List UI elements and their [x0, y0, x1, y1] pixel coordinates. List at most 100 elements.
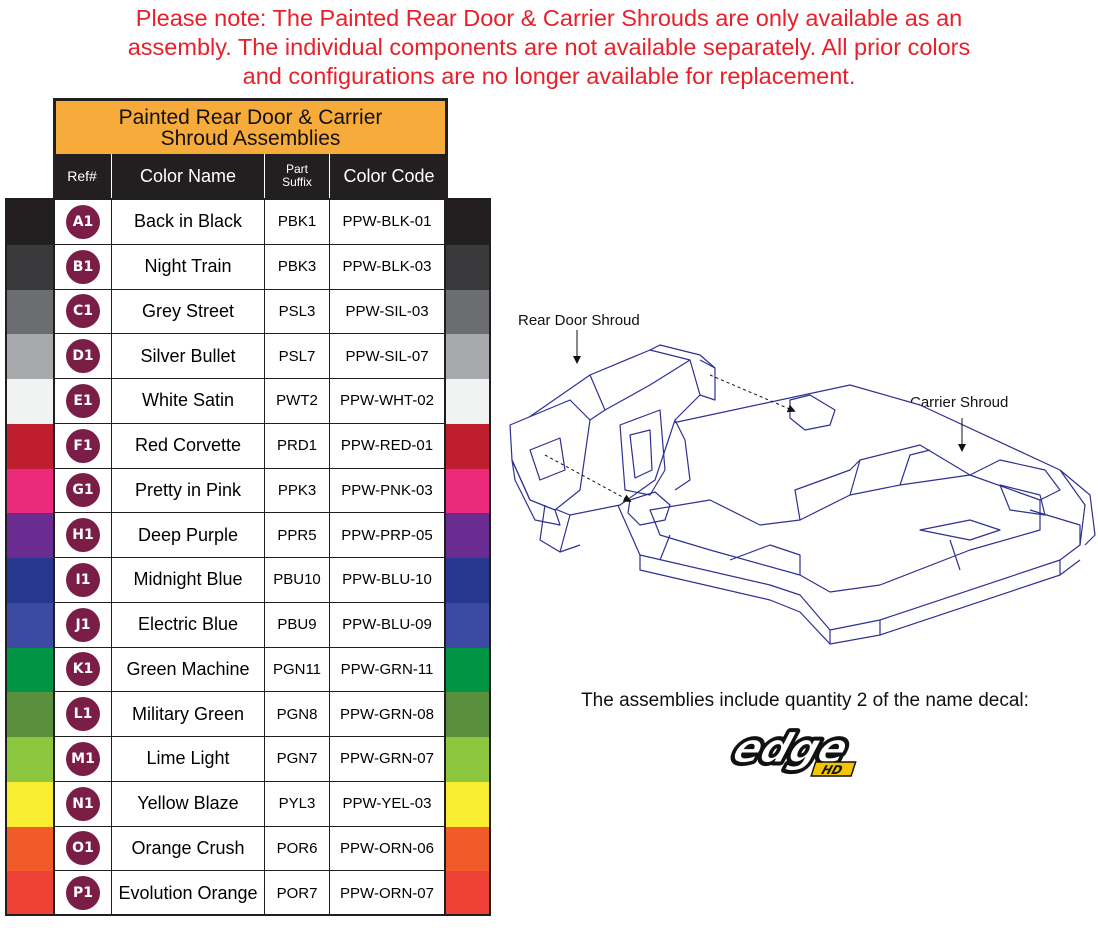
table-title: Painted Rear Door & Carrier Shroud Assem…: [53, 98, 448, 154]
part-suffix-cell: PBK1: [264, 200, 329, 245]
color-code-cell: PPW-GRN-08: [329, 692, 446, 737]
color-swatch-right: [446, 200, 489, 245]
ref-badge: K1: [66, 652, 100, 687]
note-line-1: Please note: The Painted Rear Door & Car…: [135, 5, 963, 31]
color-swatch-right: [446, 647, 489, 693]
color-name-cell: Night Train: [111, 244, 264, 290]
color-name-cell: Back in Black: [111, 200, 264, 245]
ref-cell: O1: [53, 826, 111, 872]
color-swatch-right: [446, 379, 489, 424]
color-swatch-left: [7, 826, 53, 872]
part-suffix-cell: PWT2: [264, 379, 329, 424]
color-name-cell: Grey Street: [111, 289, 264, 335]
ref-badge: H1: [66, 518, 100, 553]
color-swatch-right: [446, 871, 489, 914]
color-name-cell: Electric Blue: [111, 602, 264, 648]
ref-cell: E1: [53, 379, 111, 424]
part-suffix-cell: PGN11: [264, 647, 329, 693]
header-ref: Ref#: [67, 168, 97, 184]
color-code-cell: PPW-WHT-02: [329, 379, 446, 424]
color-name-cell: Evolution Orange: [111, 871, 264, 914]
color-name-cell: Red Corvette: [111, 423, 264, 469]
color-code-cell: PPW-ORN-07: [329, 871, 446, 914]
color-name-cell: Green Machine: [111, 647, 264, 693]
part-suffix-cell: PBU10: [264, 558, 329, 603]
color-swatch-right: [446, 468, 489, 514]
color-code-cell: PPW-GRN-07: [329, 737, 446, 782]
color-code-cell: PPW-GRN-11: [329, 647, 446, 693]
ref-badge: C1: [66, 294, 100, 329]
color-name-cell: Midnight Blue: [111, 558, 264, 603]
part-suffix-cell: PBU9: [264, 602, 329, 648]
color-code-cell: PPW-BLK-01: [329, 200, 446, 245]
note-line-2: assembly. The individual components are …: [127, 34, 971, 60]
part-suffix-cell: PGN7: [264, 737, 329, 782]
ref-badge: N1: [66, 786, 100, 821]
color-code-cell: PPW-BLK-03: [329, 244, 446, 290]
part-suffix-cell: PGN8: [264, 692, 329, 737]
carrier-shroud-label: Carrier Shroud: [910, 394, 1009, 411]
part-suffix-cell: PSL7: [264, 334, 329, 379]
color-code-cell: PPW-RED-01: [329, 423, 446, 469]
color-code-cell: PPW-SIL-03: [329, 289, 446, 335]
ref-cell: J1: [53, 602, 111, 648]
color-name-cell: Silver Bullet: [111, 334, 264, 379]
part-suffix-cell: POR6: [264, 826, 329, 872]
color-code-cell: PPW-BLU-09: [329, 602, 446, 648]
note-line-3: and configurations are no longer availab…: [242, 63, 856, 89]
ref-badge: M1: [66, 741, 100, 776]
color-swatch-left: [7, 737, 53, 782]
ref-badge: O1: [66, 831, 100, 866]
color-swatch-left: [7, 871, 53, 914]
ref-badge: I1: [66, 562, 100, 597]
color-code-cell: PPW-ORN-06: [329, 826, 446, 872]
header-part-suffix-line-1: Part: [285, 162, 308, 176]
shroud-assembly-diagram: [509, 330, 1096, 645]
logo-sub-text: HD: [820, 763, 844, 777]
color-swatch-left: [7, 558, 53, 603]
color-code-cell: PPW-YEL-03: [329, 781, 446, 827]
header-color-name: Color Name: [111, 154, 264, 198]
part-suffix-cell: PPR5: [264, 513, 329, 558]
color-code-cell: PPW-BLU-10: [329, 558, 446, 603]
color-swatch-left: [7, 602, 53, 648]
color-name-cell: Military Green: [111, 692, 264, 737]
color-swatch-right: [446, 737, 489, 782]
table-title-line-2: Shroud Assemblies: [160, 127, 341, 150]
part-suffix-cell: PBK3: [264, 244, 329, 290]
color-code-cell: PPW-SIL-07: [329, 334, 446, 379]
ref-cell: K1: [53, 647, 111, 693]
color-name-cell: Orange Crush: [111, 826, 264, 872]
availability-note: Please note: The Painted Rear Door & Car…: [40, 4, 1058, 91]
color-name-cell: Yellow Blaze: [111, 781, 264, 827]
color-swatch-right: [446, 244, 489, 290]
ref-badge: D1: [66, 339, 100, 374]
color-swatch-right: [446, 334, 489, 379]
part-suffix-cell: POR7: [264, 871, 329, 914]
ref-cell: C1: [53, 289, 111, 335]
part-suffix-cell: PRD1: [264, 423, 329, 469]
ref-cell: B1: [53, 244, 111, 290]
color-swatch-right: [446, 826, 489, 872]
ref-cell: M1: [53, 737, 111, 782]
ref-cell: P1: [53, 871, 111, 914]
color-name-cell: Lime Light: [111, 737, 264, 782]
color-swatch-right: [446, 602, 489, 648]
ref-cell: L1: [53, 692, 111, 737]
table-title-line-1: Painted Rear Door & Carrier: [118, 106, 383, 129]
color-swatch-right: [446, 289, 489, 335]
part-suffix-cell: PPK3: [264, 468, 329, 514]
